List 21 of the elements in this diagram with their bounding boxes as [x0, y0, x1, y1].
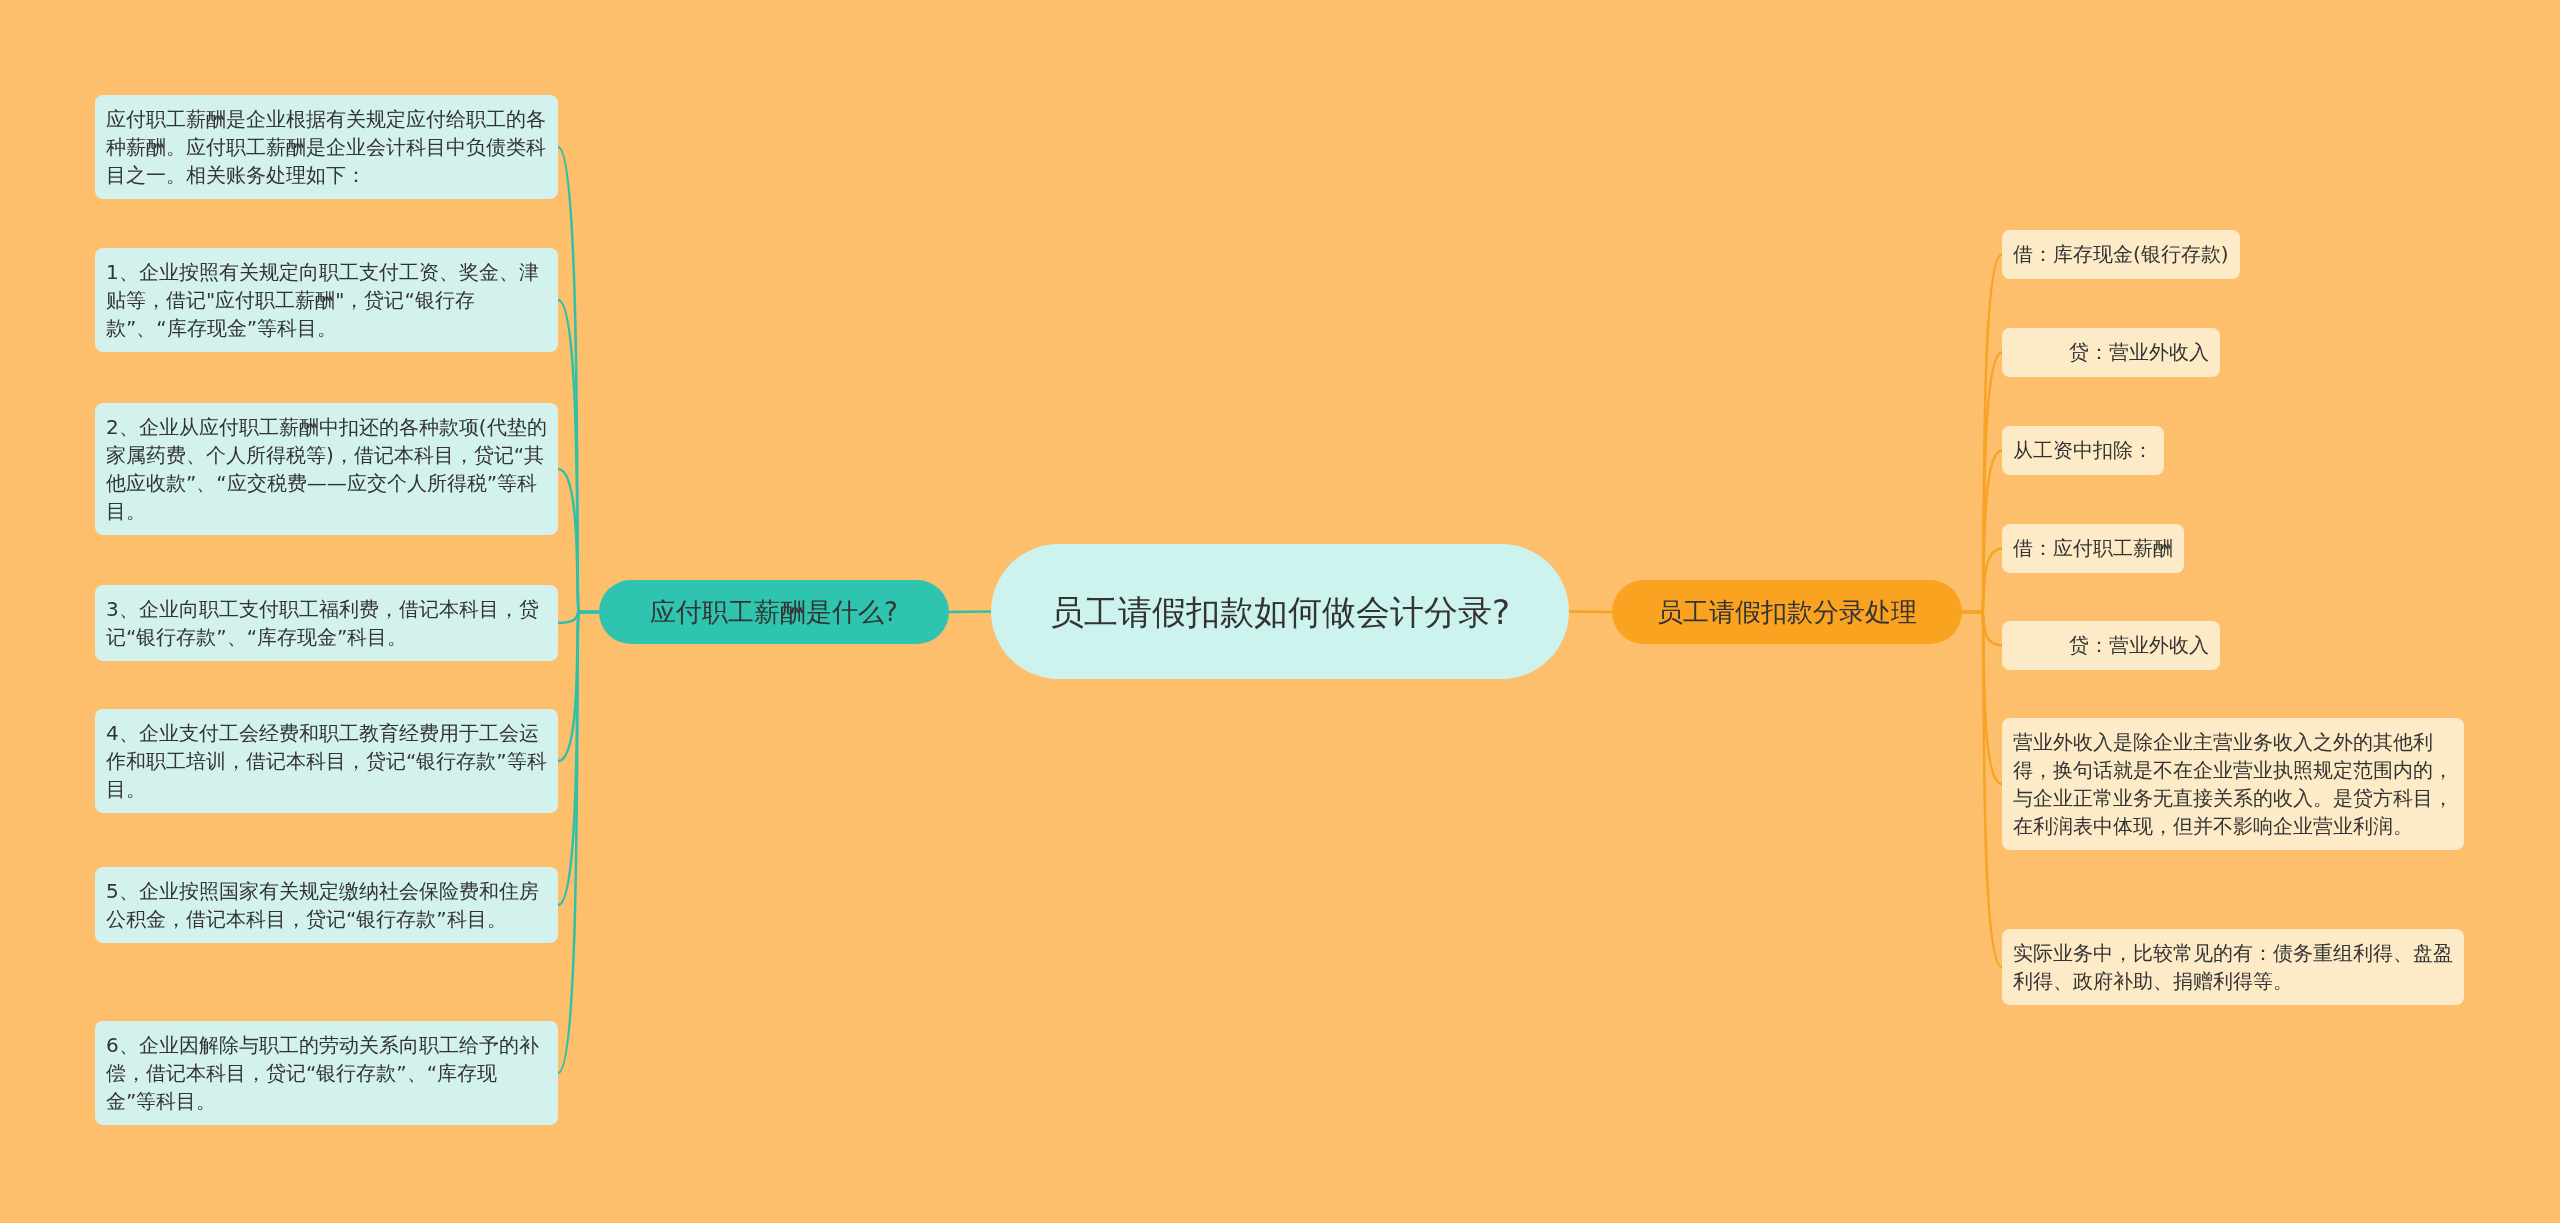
topic-bubble: 员工请假扣款如何做会计分录? — [991, 544, 1569, 679]
note-card: 贷：营业外收入 — [2002, 621, 2220, 670]
branch-bubble: 应付职工薪酬是什么? — [599, 580, 949, 644]
note-card: 营业外收入是除企业主营业务收入之外的其他利得，换句话就是不在企业营业执照规定范围内的，与企业正常业务无直接关系的收入。是贷方科目，在利润表中体现，但并不影响企业营业利润。 — [2002, 718, 2464, 850]
note-card: 6、企业因解除与职工的劳动关系向职工给予的补偿，借记本科目，贷记“银行存款”、“库存现金”等科目。 — [95, 1021, 558, 1125]
note-card: 应付职工薪酬是企业根据有关规定应付给职工的各种薪酬。应付职工薪酬是企业会计科目中负债类科目之一。相关账务处理如下： — [95, 95, 558, 199]
note-card: 3、企业向职工支付职工福利费，借记本科目，贷记“银行存款”、“库存现金”科目。 — [95, 585, 558, 661]
note-card: 2、企业从应付职工薪酬中扣还的各种款项(代垫的家属药费、个人所得税等)，借记本科目，贷记“其他应收款”、“应交税费——应交个人所得税”等科目。 — [95, 403, 558, 535]
note-card: 实际业务中，比较常见的有：债务重组利得、盘盈利得、政府补助、捐赠利得等。 — [2002, 929, 2464, 1005]
note-card: 从工资中扣除： — [2002, 426, 2164, 475]
note-card: 贷：营业外收入 — [2002, 328, 2220, 377]
connector — [1569, 610, 1612, 614]
note-card: 5、企业按照国家有关规定缴纳社会保险费和住房公积金，借记本科目，贷记“银行存款”科目。 — [95, 867, 558, 943]
connector — [949, 610, 991, 614]
note-card: 借：应付职工薪酬 — [2002, 524, 2184, 573]
note-card: 4、企业支付工会经费和职工教育经费用于工会运作和职工培训，借记本科目，贷记“银行存款”等科目。 — [95, 709, 558, 813]
connector — [556, 610, 599, 1074]
note-card: 借：库存现金(银行存款) — [2002, 230, 2240, 279]
connector — [1962, 610, 2003, 968]
note-card: 1、企业按照有关规定向职工支付工资、奖金、津贴等，借记"应付职工薪酬"，贷记“银行存款”、“库存现金”等科目。 — [95, 248, 558, 352]
branch-bubble: 员工请假扣款分录处理 — [1612, 580, 1962, 644]
